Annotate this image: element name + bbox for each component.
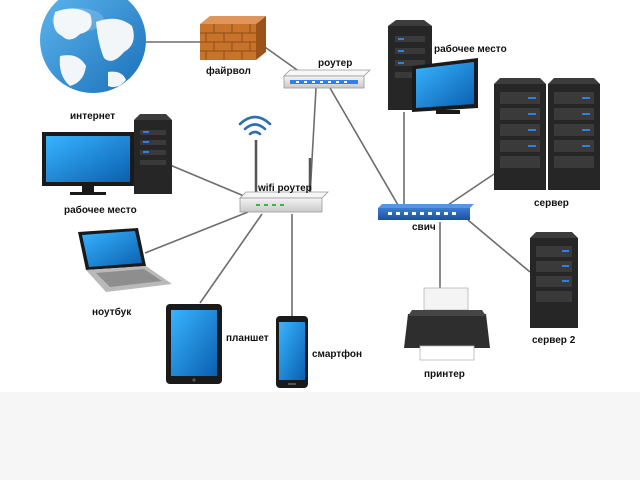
bottom-band [0,392,640,480]
tablet-icon [166,304,222,384]
router-icon [283,69,371,89]
server-rack-1-icon [494,78,546,190]
label-internet: интернет [70,111,115,122]
link-server-switch [447,169,501,206]
firewall-icon [200,16,266,60]
label-smartphone: смартфон [312,348,362,360]
globe-icon [40,0,146,93]
workstation-top-monitor-icon [412,58,478,114]
label-firewall: файрвол [206,65,251,77]
wifi-signal-icon [238,115,272,136]
link-tablet-wifi-router [199,213,263,304]
link-switch-server2 [467,219,531,273]
wifi-router-icon [239,140,329,213]
server2-icon [530,232,578,328]
label-switch: свич [412,222,436,233]
link-router-switch [329,87,399,206]
label-laptop: ноутбук [92,306,132,318]
label-workstation-top: рабочее место [434,43,507,55]
link-laptop-wifi-router [144,211,249,254]
connections [144,41,531,316]
laptop-icon [78,228,172,292]
label-server2: сервер 2 [532,335,576,346]
label-server: сервер [534,198,569,209]
workstation-left-tower-icon [134,114,172,194]
link-firewall-router [261,44,301,73]
switch-icon [378,204,474,220]
label-router: роутер [318,58,352,69]
label-workstation-left: рабочее место [64,204,137,216]
workstation-left-monitor-icon [42,132,134,195]
label-printer: принтер [424,369,465,380]
label-tablet: планшет [226,333,269,344]
server-rack-2-icon [548,78,600,190]
printer-icon [404,287,490,361]
link-workstation-left-wifi-router [169,164,245,197]
label-wifi-router: wifi роутер [257,183,312,194]
smartphone-icon [276,316,308,388]
